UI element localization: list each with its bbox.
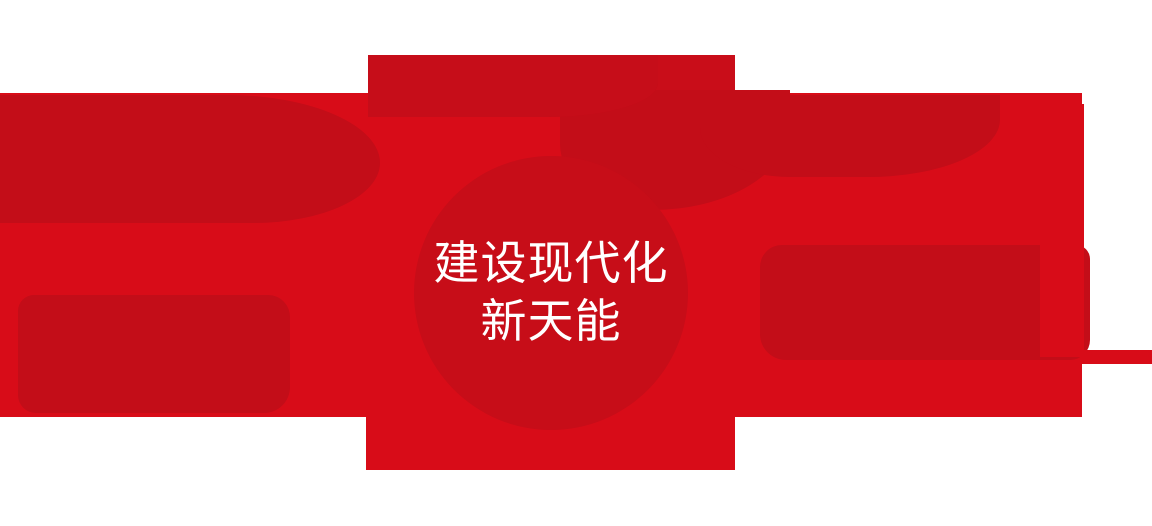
texture-blob-right-mid (760, 245, 1090, 360)
right-red-strip (1082, 350, 1152, 364)
texture-blob-left-lower (18, 295, 290, 413)
texture-blob-right-upper (700, 95, 1000, 177)
emblem-text-line-2: 新天能 (480, 295, 622, 347)
emblem-circle: 建设现代化 新天能 (414, 156, 688, 430)
right-red-tail (1040, 104, 1084, 357)
emblem-text-line-1: 建设现代化 (433, 237, 669, 290)
texture-blob-top-seam (368, 55, 658, 117)
texture-blob-left-upper (0, 95, 380, 223)
